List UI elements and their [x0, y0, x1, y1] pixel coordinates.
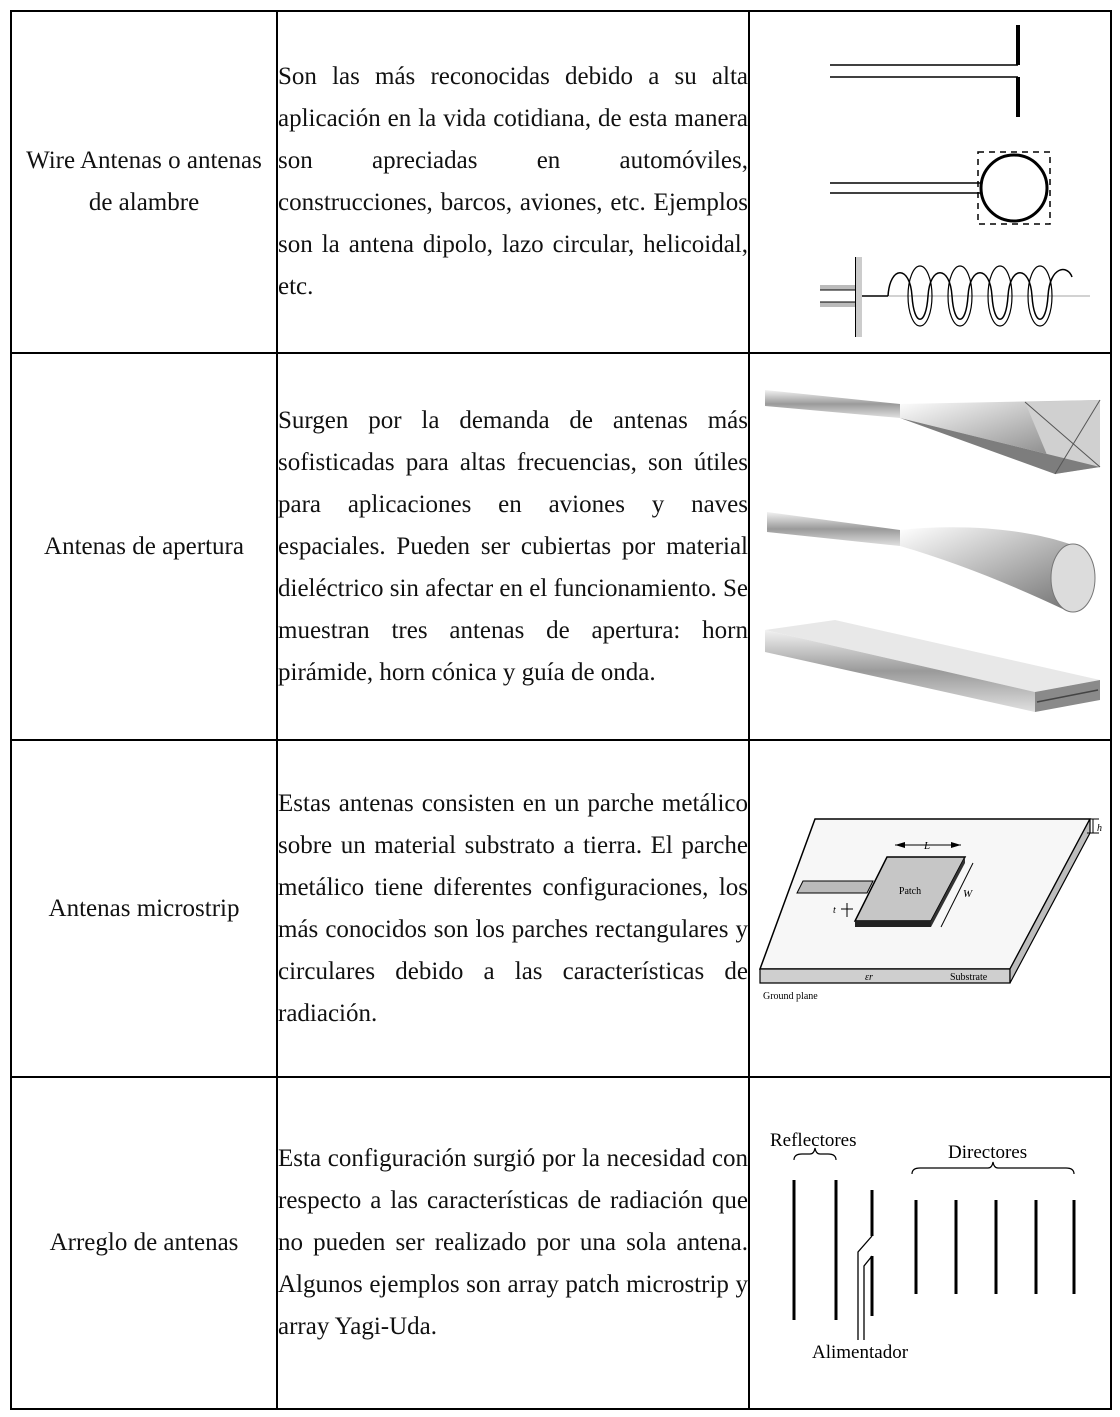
reflectors-label: Reflectores — [770, 1130, 857, 1151]
dipole-icon — [830, 25, 1020, 117]
pyramidal-horn-icon — [765, 389, 1101, 474]
antenna-description-cell: Surgen por la demanda de antenas más sof… — [276, 352, 750, 741]
table-row: Arreglo de antenas Esta configuración su… — [10, 1076, 1112, 1410]
yagi-uda-array-drawing: Reflectores Directores Alimentador — [770, 1130, 1076, 1363]
antenna-image-cell — [748, 352, 1112, 741]
antenna-image-cell — [748, 10, 1112, 354]
table-row: Wire Antenas o antenas de alambre Son la… — [10, 10, 1112, 354]
antenna-type-cell: Wire Antenas o antenas de alambre — [10, 10, 278, 354]
helical-antenna-icon — [820, 257, 1090, 337]
antenna-image-cell: L W Patch t h εr Substrate Ground plane — [748, 739, 1112, 1078]
directors-label: Directores — [948, 1142, 1027, 1163]
waveguide-icon — [765, 619, 1100, 712]
substrate-label: Substrate — [950, 972, 988, 983]
antenna-description-cell: Estas antenas consisten en un parche met… — [276, 739, 750, 1078]
antenna-image-cell: Reflectores Directores Alimentador — [748, 1076, 1112, 1410]
microstrip-antenna-drawing: L W Patch t h εr Substrate Ground plane — [758, 817, 1102, 1002]
dimension-thickness-label: t — [833, 905, 836, 916]
antenna-type-cell: Antenas de apertura — [10, 352, 278, 741]
table-row: Antenas de apertura Surgen por la demand… — [10, 352, 1112, 741]
ground-plane-label: Ground plane — [763, 991, 818, 1002]
dimension-length-label: L — [923, 840, 930, 852]
table-row: Antenas microstrip Estas antenas consist… — [10, 739, 1112, 1078]
permittivity-label: εr — [865, 972, 873, 983]
antenna-description-cell: Esta configuración surgió por la necesid… — [276, 1076, 750, 1410]
wire-antennas-drawing — [820, 25, 1090, 337]
dimension-height-label: h — [1097, 823, 1102, 834]
patch-label: Patch — [899, 886, 921, 897]
antenna-description-cell: Son las más reconocidas debido a su alta… — [276, 10, 750, 354]
dimension-width-label: W — [963, 888, 973, 900]
antenna-type-cell: Arreglo de antenas — [10, 1076, 278, 1410]
aperture-antennas-drawing — [765, 389, 1101, 712]
conical-horn-icon — [767, 511, 1096, 612]
feeder-label: Alimentador — [812, 1342, 909, 1363]
loop-antenna-icon — [830, 151, 1051, 225]
antenna-types-table: Wire Antenas o antenas de alambre Son la… — [10, 10, 1112, 1410]
antenna-type-cell: Antenas microstrip — [10, 739, 278, 1078]
